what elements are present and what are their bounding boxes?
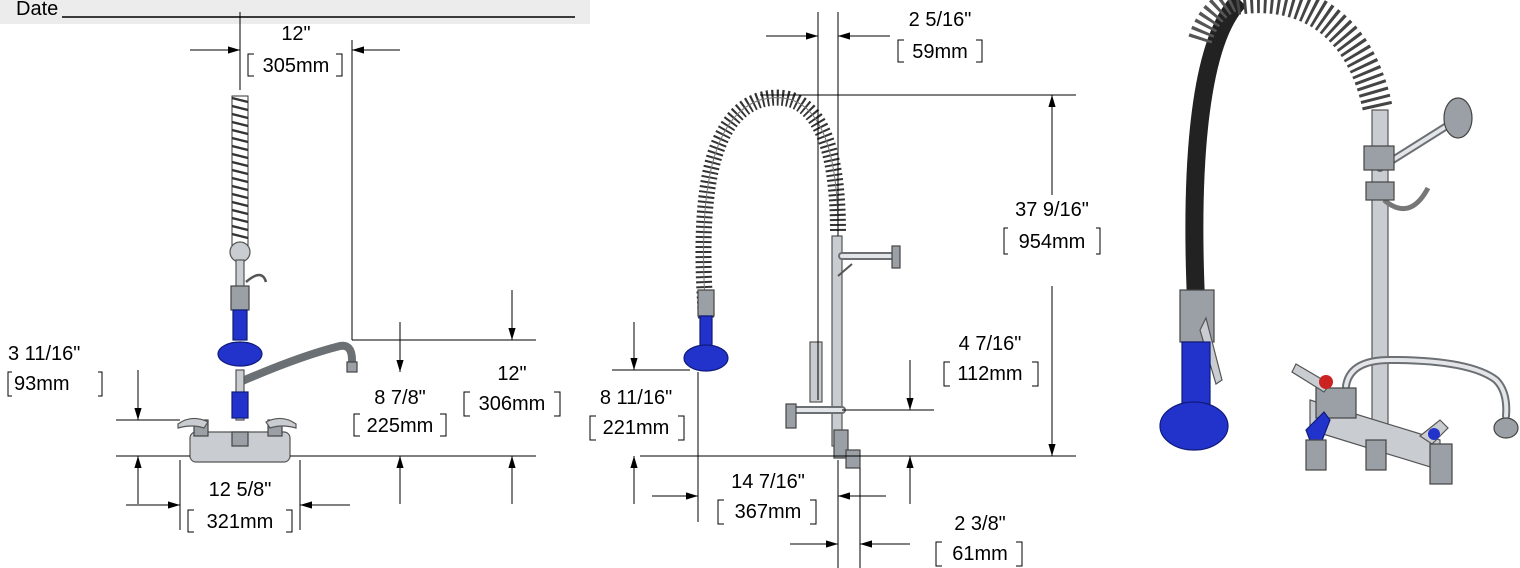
side-reach-dimension: 14 7/16" 367mm: [652, 372, 886, 568]
side-wall-offset-mm: 61mm: [952, 543, 1008, 565]
front-base-height-in: 3 11/16": [8, 343, 80, 365]
front-spout-height-in: 8 7/8": [374, 387, 426, 409]
side-overall-height-in: 37 9/16": [1015, 199, 1089, 221]
date-field: Date: [0, 0, 590, 24]
front-centers-in: 12 5/8": [209, 479, 272, 501]
front-centers-dimension: 12 5/8" 321mm: [126, 460, 350, 533]
front-spout-height-dimension: 8 7/8" 225mm: [290, 322, 536, 504]
front-width-dimension: 12" 305mm: [190, 12, 400, 340]
side-valve-height-dimension: 4 7/16" 112mm: [842, 333, 1039, 504]
side-offset-in: 2 5/16": [909, 9, 972, 31]
front-overall-height-dimension: 12" 306mm: [420, 290, 561, 504]
side-head-height-in: 8 11/16": [600, 387, 672, 409]
front-width-mm: 305mm: [263, 55, 330, 77]
side-faucet-illustration: [683, 89, 901, 469]
side-wall-offset-dimension: 2 3/8" 61mm: [790, 468, 1023, 568]
front-overall-height-mm: 306mm: [479, 393, 546, 415]
front-centers-mm: 321mm: [207, 511, 274, 533]
side-view: 2 5/16" 59mm 37 9/16" 954mm 4 7/16" 112m…: [589, 9, 1101, 568]
side-reach-mm: 367mm: [735, 501, 802, 523]
date-label: Date: [16, 0, 58, 20]
side-head-height-mm: 221mm: [603, 417, 670, 439]
side-offset-dimension: 2 5/16" 59mm: [766, 9, 983, 400]
side-reach-in: 14 7/16": [731, 471, 805, 493]
front-base-height-mm: 93mm: [14, 373, 70, 395]
side-valve-height-mm: 112mm: [957, 363, 1022, 385]
front-width-in: 12": [281, 23, 310, 45]
front-spout-height-mm: 225mm: [367, 415, 434, 437]
side-valve-height-in: 4 7/16": [959, 333, 1022, 355]
side-offset-mm: 59mm: [912, 41, 968, 63]
front-overall-height-in: 12": [497, 363, 526, 385]
front-faucet-illustration: [177, 95, 358, 463]
side-head-height-dimension: 8 11/16" 221mm: [589, 322, 690, 504]
side-wall-offset-in: 2 3/8": [954, 513, 1006, 535]
side-overall-height-dimension: 37 9/16" 954mm: [640, 94, 1101, 457]
front-view: 12" 305mm 3 11/16" 93mm 12 5/8" 321mm: [7, 12, 561, 533]
side-overall-height-mm: 954mm: [1019, 231, 1086, 253]
front-base-height-dimension: 3 11/16" 93mm: [7, 343, 190, 504]
isometric-faucet-illustration: [1159, 0, 1519, 485]
